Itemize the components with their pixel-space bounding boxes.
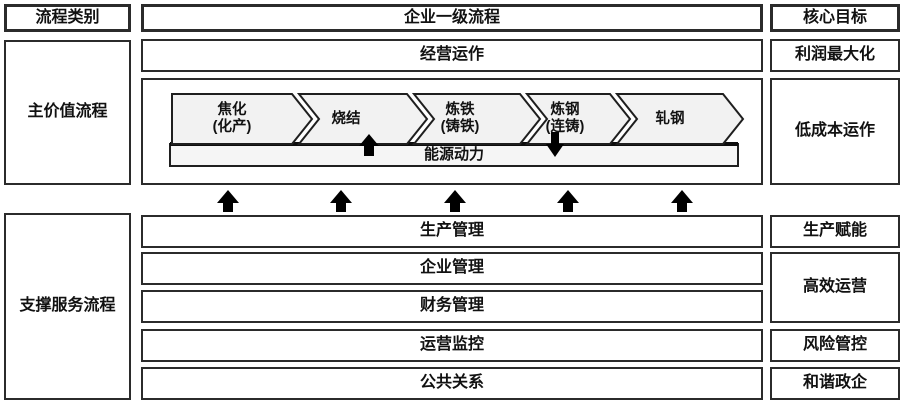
header-process-category: 流程类别 [4,4,131,32]
value-chain-canvas: 焦化 (化产) 烧结 炼铁 (铸铁) 炼钢 (连铸) 轧钢 能源动力 [143,80,761,183]
value-chain-shapes [169,93,745,167]
process-production-management: 生产管理 [141,215,763,248]
up-arrow-icon [557,190,579,212]
category-support-service-process: 支撑服务流程 [4,213,131,400]
process-public-relations: 公共关系 [141,367,763,400]
up-arrow-icon [671,190,693,212]
goal-risk-control: 风险管控 [770,329,900,362]
support-arrows-strip [217,190,693,212]
chevron-segment-sintering [296,93,429,145]
chevron-segment-rolling [614,93,745,145]
chevron-label-line1: 炼铁 [445,102,475,119]
header-core-goal: 核心目标 [770,4,900,32]
down-arrow-icon [546,132,564,157]
up-arrow-icon [330,190,352,212]
main-value-chain-box: 焦化 (化产) 烧结 炼铁 (铸铁) 炼钢 (连铸) 轧钢 能源动力 [141,78,763,185]
chevron-label-line1: 烧结 [331,110,361,127]
chevron-label-coking: 焦化 (化产) [177,94,287,144]
goal-harmonious-gov-enterprise: 和谐政企 [770,367,900,400]
up-arrow-icon [217,190,239,212]
chevron-label-line2: (铸铁) [440,119,480,135]
chevron-label-line1: 焦化 [217,102,247,119]
header-enterprise-process: 企业一级流程 [141,4,763,32]
chevron-segment-ironmaking [411,93,542,145]
chevron-label-line1: 轧钢 [655,110,685,127]
chevron-label-line1: 炼钢 [550,102,580,119]
chevron-segment-steelmaking [524,93,632,145]
process-finance-management: 财务管理 [141,290,763,323]
goal-efficient-operation: 高效运营 [770,252,900,323]
chevron-label-ironmaking: 炼铁 (铸铁) [405,94,515,144]
chevron-label-rolling: 轧钢 [615,94,725,144]
process-business-operation: 经营运作 [141,39,763,72]
up-arrow-icon [444,190,466,212]
goal-production-empowerment: 生产赋能 [770,215,900,248]
category-main-value-process: 主价值流程 [4,40,131,185]
energy-power-label: 能源动力 [423,146,484,164]
goal-low-cost-operation: 低成本运作 [770,78,900,185]
goal-profit-maximization: 利润最大化 [770,39,900,72]
process-operation-monitoring: 运营监控 [141,329,763,362]
process-enterprise-management: 企业管理 [141,252,763,285]
chevron-label-sintering: 烧结 [291,94,401,144]
chevron-label-steelmaking: 炼钢 (连铸) [510,94,620,144]
chevron-label-line2: (化产) [212,119,252,135]
chevron-segment-coking [171,93,314,145]
chevron-label-line2: (连铸) [545,119,585,135]
up-arrow-icon [359,134,379,156]
